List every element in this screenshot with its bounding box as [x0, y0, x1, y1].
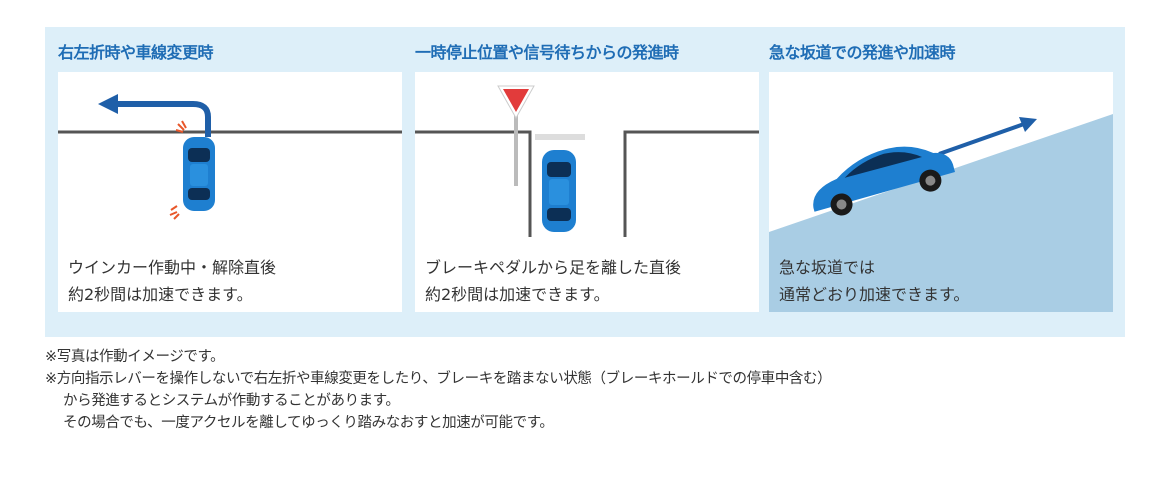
panel-start-from-stop: 一時停止位置や信号待ちからの発進時 [415, 27, 759, 337]
feature-panels: 右左折時や車線変更時 [45, 27, 1125, 337]
footnote-line: ※写真は作動イメージです。 [45, 349, 225, 365]
caption-line: 約2秒間は加速できます。 [68, 285, 253, 304]
panel-card: ブレーキペダルから足を離した直後 約2秒間は加速できます。 [415, 72, 759, 312]
left-turn-arrow-icon [98, 94, 211, 137]
stop-sign-icon [497, 85, 535, 120]
caption-line: ブレーキペダルから足を離した直後 [425, 258, 682, 277]
sign-pole [514, 104, 518, 186]
panel-steep-slope: 急な坂道での発進や加速時 [769, 27, 1113, 337]
panel-turn-lane-change: 右左折時や車線変更時 [58, 27, 402, 337]
footnote-line: その場合でも、一度アクセルを離してゆっくり踏みなおすと加速が可能です。 [63, 415, 554, 431]
road-line-left [415, 130, 532, 237]
panel-caption: ウインカー作動中・解除直後 約2秒間は加速できます。 [68, 254, 276, 308]
footnote-line: ※方向指示レバーを操作しないで右左折や車線変更をしたり、ブレーキを踏まない状態（… [45, 371, 832, 387]
panel-title: 急な坂道での発進や加速時 [769, 43, 956, 62]
panel-card: 急な坂道では 通常どおり加速できます。 [769, 72, 1113, 312]
blinker-marks [169, 120, 187, 220]
caption-line: 通常どおり加速できます。 [779, 285, 970, 304]
panel-caption: 急な坂道では 通常どおり加速できます。 [779, 254, 969, 308]
slope-shape [769, 114, 1113, 312]
slope-illustration [769, 114, 1113, 312]
panel-title: 右左折時や車線変更時 [58, 43, 214, 62]
car-side-view [813, 146, 955, 216]
caption-line: 急な坂道では [779, 258, 876, 277]
caption-line: 約2秒間は加速できます。 [425, 285, 610, 304]
footnotes: ※写真は作動イメージです。 ※方向指示レバーを操作しないで右左折や車線変更をした… [45, 346, 832, 434]
car-top-view [542, 150, 576, 232]
panel-title: 一時停止位置や信号待ちからの発進時 [415, 43, 679, 62]
panel-card: ウインカー作動中・解除直後 約2秒間は加速できます。 [58, 72, 402, 312]
car-top-view [183, 137, 215, 211]
footnote-line: から発進するとシステムが作動することがあります。 [63, 393, 400, 409]
caption-line: ウインカー作動中・解除直後 [68, 258, 277, 277]
uphill-arrow-icon [938, 117, 1037, 156]
road-line-right [623, 130, 759, 237]
turn-illustration [58, 94, 402, 220]
stop-illustration [415, 85, 759, 237]
panel-caption: ブレーキペダルから足を離した直後 約2秒間は加速できます。 [425, 254, 681, 308]
stop-line [535, 134, 585, 140]
